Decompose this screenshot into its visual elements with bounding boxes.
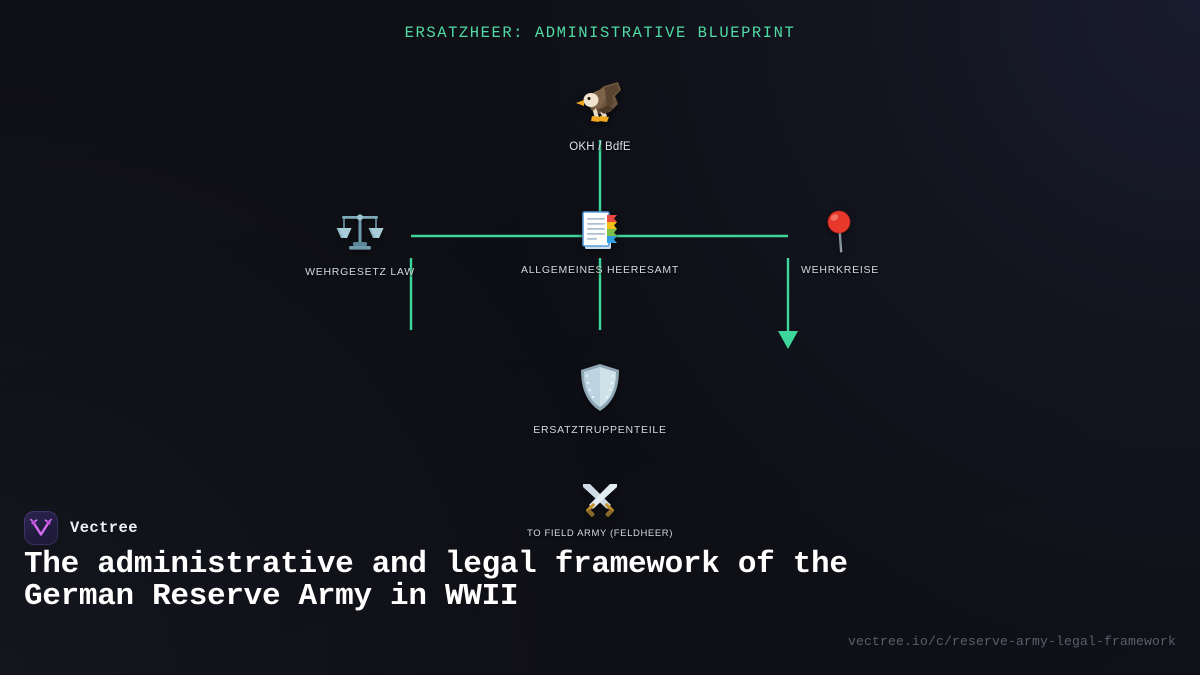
- node-ersatz-label: ERSATZTRUPPENTEILE: [533, 424, 667, 436]
- node-wehrkreise[interactable]: WEHRKREISE: [725, 209, 955, 276]
- node-wehrgesetz[interactable]: WEHRGESETZ LAW: [245, 209, 475, 278]
- node-okh-label: OKH / BdfE: [569, 141, 631, 153]
- headline: The administrative and legal framework o…: [24, 547, 848, 614]
- node-ersatz[interactable]: ERSATZTRUPPENTEILE: [485, 363, 715, 436]
- arrowhead-icon: [778, 331, 798, 349]
- node-okh[interactable]: OKH / BdfE: [485, 78, 715, 153]
- shield-icon: [579, 363, 621, 417]
- node-heeresamt-label: ALLGEMEINES HEERESAMT: [520, 264, 680, 276]
- node-field[interactable]: TO FIELD ARMY (FELDHEER): [485, 483, 715, 539]
- diagram-title: ERSATZHEER: ADMINISTRATIVE BLUEPRINT: [404, 24, 796, 42]
- node-heeresamt[interactable]: ALLGEMEINES HEERESAMT: [485, 209, 715, 276]
- balance-scale-icon: [336, 209, 384, 259]
- document-tabs-icon: [578, 209, 622, 257]
- eagle-icon: [574, 78, 626, 134]
- brand-row: Vectree: [24, 511, 138, 545]
- node-field-label: TO FIELD ARMY (FELDHEER): [526, 528, 674, 539]
- map-pin-icon: [823, 209, 857, 257]
- node-wehrgesetz-label: WEHRGESETZ LAW: [305, 266, 415, 278]
- crossed-swords-icon: [580, 483, 620, 521]
- footer-url: vectree.io/c/reserve-army-legal-framewor…: [847, 634, 1176, 649]
- brand-name: Vectree: [70, 519, 138, 537]
- vectree-logo-icon: [24, 511, 58, 545]
- node-wehrkreise-label: WEHRKREISE: [800, 264, 880, 276]
